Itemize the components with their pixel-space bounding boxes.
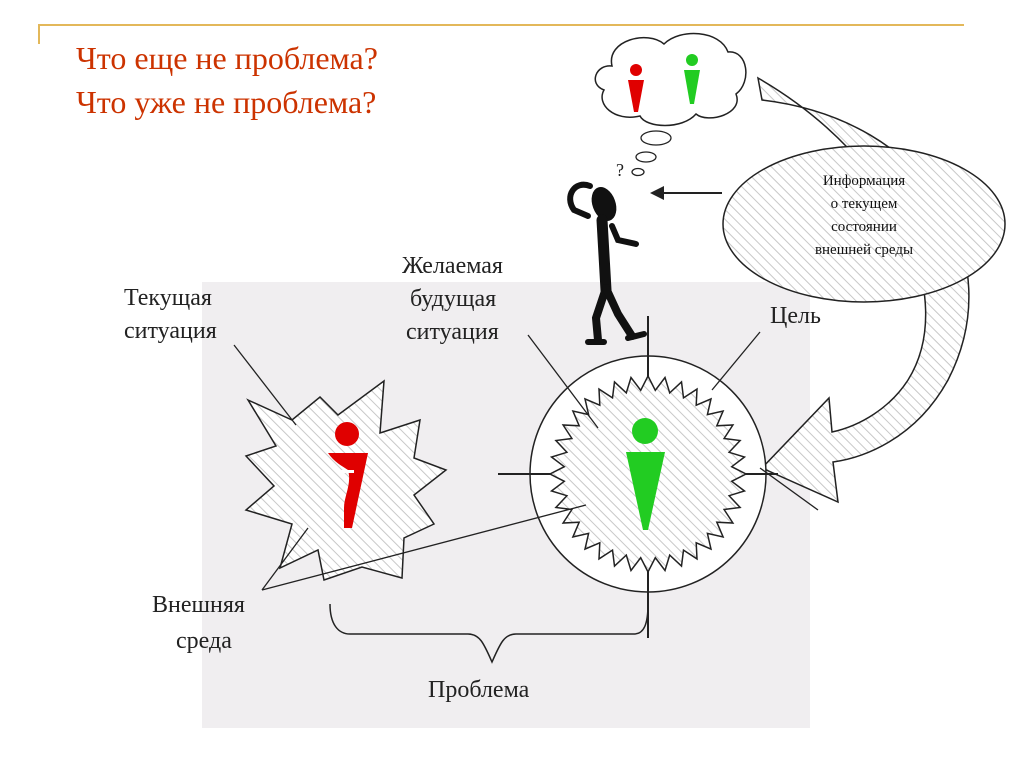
- label-desired-line2: будущая: [410, 286, 496, 312]
- label-desired-line1: Желаемая: [402, 253, 503, 279]
- info-arrow-head: [650, 186, 664, 200]
- label-desired-line3: ситуация: [406, 319, 499, 345]
- question-mark: ?: [616, 160, 624, 180]
- cloud-red-figure: [628, 64, 644, 112]
- thought-cloud: [594, 32, 747, 177]
- thinking-man-figure: [567, 181, 647, 345]
- info-ellipse: [722, 145, 1006, 303]
- desired-figure: [626, 418, 665, 530]
- leader-lines: [233, 331, 819, 591]
- info-line4: внешней среды: [815, 242, 913, 258]
- info-line3: состоянии: [831, 219, 897, 235]
- frame-left-rule: [38, 24, 40, 44]
- cloud-green-figure: [684, 54, 700, 104]
- problem-brace: [329, 603, 649, 664]
- label-current-line1: Текущая: [124, 285, 212, 311]
- frame-top-rule: [38, 24, 964, 26]
- slide-title-line1: Что еще не проблема?: [76, 40, 378, 76]
- current-starburst: [244, 379, 448, 581]
- label-environment-line1: Внешняя: [152, 592, 245, 618]
- info-line2: о текущем: [831, 196, 898, 212]
- label-current-line2: ситуация: [124, 318, 217, 344]
- label-problem: Проблема: [428, 677, 530, 703]
- slide-title-line2: Что уже не проблема?: [76, 84, 377, 120]
- label-goal: Цель: [770, 303, 821, 329]
- current-figure: [328, 422, 368, 528]
- info-line1: Информация: [823, 173, 905, 189]
- label-environment-line2: среда: [176, 628, 232, 654]
